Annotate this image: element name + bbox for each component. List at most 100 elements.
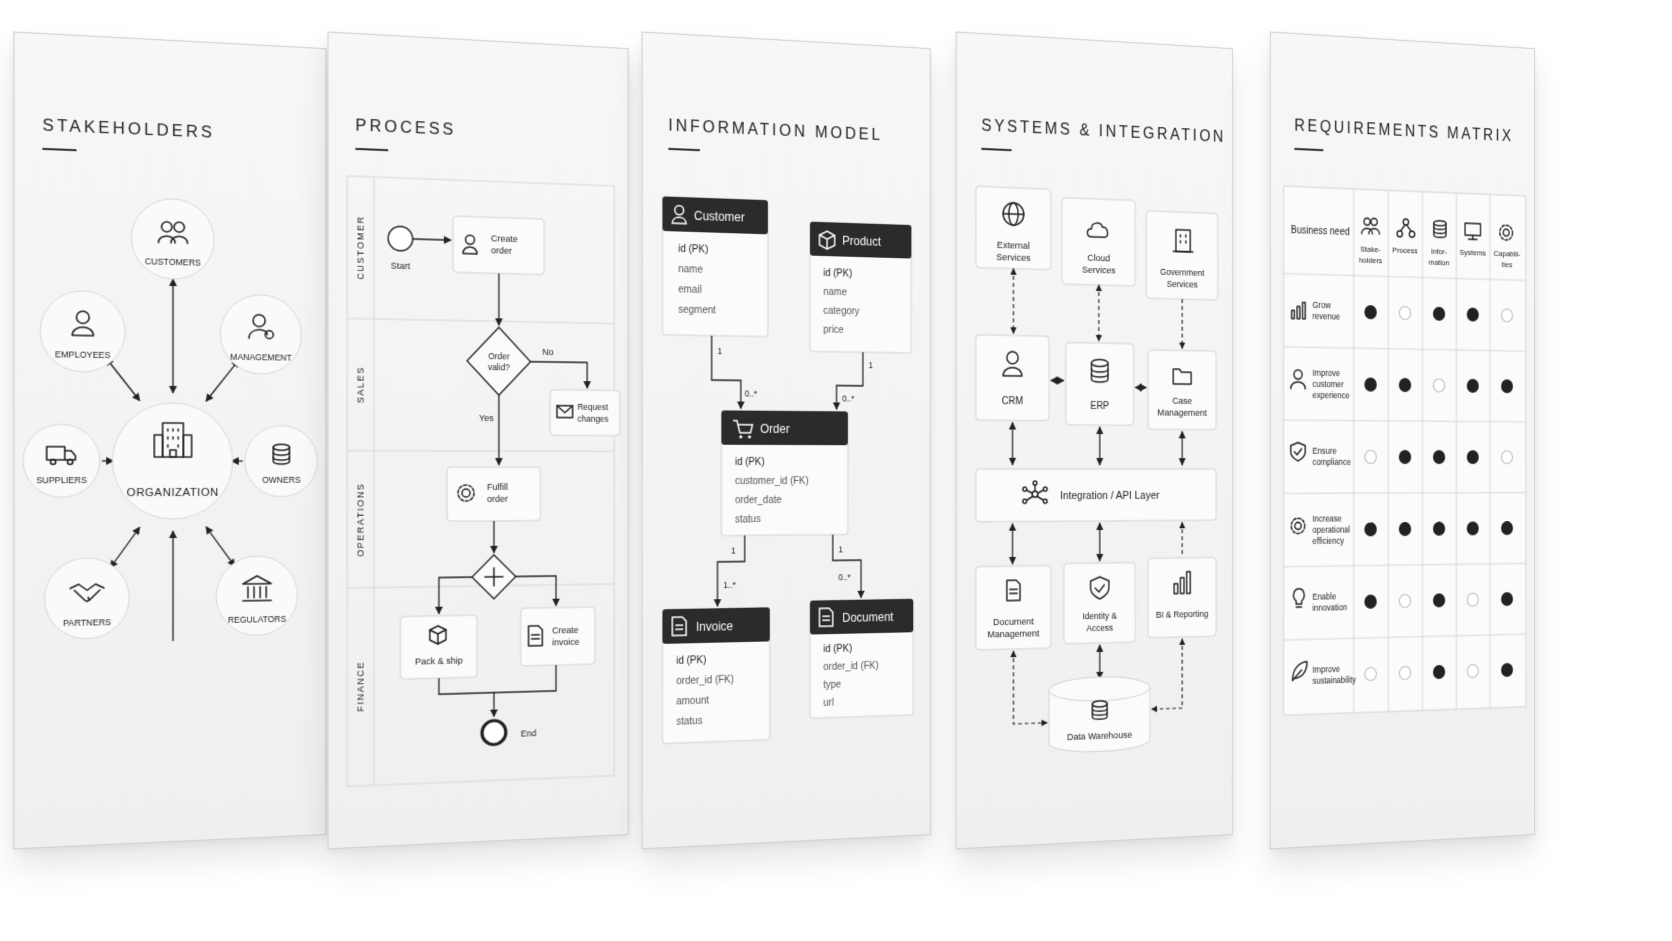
external-label-1: External (997, 240, 1030, 251)
customer-field-1: id (PK) (678, 243, 708, 255)
pack-ship-label: Pack & ship (415, 655, 463, 666)
yes-label: Yes (479, 413, 494, 423)
owners-label: OWNERS (262, 475, 301, 485)
product-title: Product (842, 234, 882, 248)
external-label-2: Services (996, 252, 1031, 263)
matrix-dot-filled (1432, 593, 1446, 608)
matrix-dot-filled (1501, 521, 1513, 536)
start-event (388, 226, 412, 251)
matrix-dot-filled (1466, 450, 1479, 465)
matrix-dot-filled (1364, 522, 1377, 537)
warehouse-label: Data Warehouse (1067, 730, 1132, 743)
lane-finance: FINANCE (355, 661, 366, 712)
order-field-3: order_date (735, 495, 782, 507)
row-label: compliance (1312, 457, 1351, 467)
crm-box (976, 335, 1049, 421)
card-invoice-many: 1..* (723, 580, 736, 591)
document-field-1: id (PK) (823, 643, 852, 655)
column-label: Systems (1460, 248, 1486, 258)
link-partners (110, 527, 139, 568)
request-changes-task (550, 390, 620, 436)
bi-label: BI & Reporting (1156, 609, 1208, 620)
end-label: End (521, 728, 537, 739)
lane-sales: SALES (355, 366, 366, 403)
document-entity: Document id (PK) order_id (FK) type url (810, 599, 913, 718)
management-node (220, 294, 301, 375)
requirements-panel: REQUIREMENTS MATRIX Business need (1269, 31, 1536, 850)
data-warehouse-node (1049, 675, 1150, 753)
matrix-dot-filled (1432, 521, 1446, 536)
systems-diagram: External Services Cloud Services Governm… (957, 33, 1232, 849)
matrix-dot-empty (1501, 451, 1512, 464)
product-entity: Product id (PK) name category price (810, 222, 911, 353)
request-label-2: changes (577, 414, 608, 424)
row-label: customer (1312, 379, 1344, 390)
invoice-label-1: Create (552, 625, 578, 636)
end-event (482, 720, 506, 745)
no-label: No (542, 347, 553, 357)
gov-label-2: Services (1167, 279, 1198, 290)
process-diagram: CUSTOMER SALES OPERATIONS FINANCE Start … (329, 33, 628, 849)
column-label: Stake- (1360, 244, 1381, 254)
invoice-field-1: id (PK) (676, 655, 706, 667)
invoice-title: Invoice (696, 620, 733, 634)
card-customer-1: 1 (717, 346, 722, 356)
row-label: experience (1312, 390, 1350, 401)
create-order-label-1: Create (491, 233, 518, 244)
column-label: Capabili- (1494, 249, 1521, 259)
suppliers-node (23, 424, 100, 497)
rel-customer-order (712, 336, 741, 409)
matrix-dot-empty (1399, 666, 1410, 679)
card-invoice-1: 1 (731, 545, 736, 555)
invoice-entity: Invoice id (PK) order_id (FK) amount sta… (662, 607, 769, 743)
parallel-gateway (472, 555, 516, 600)
start-label: Start (391, 260, 411, 271)
requirements-matrix: Business need Stake-holde (1271, 33, 1534, 849)
matrix-dot-empty (1399, 594, 1410, 607)
invoice-field-3: amount (676, 695, 709, 707)
integration-label: Integration / API Layer (1060, 490, 1160, 503)
product-field-3: category (823, 306, 859, 318)
card-product-many: 0..* (842, 393, 855, 403)
card-document-1: 1 (838, 544, 843, 554)
matrix-dot-empty (1433, 379, 1444, 392)
row-label: revenue (1312, 311, 1340, 322)
identity-access-box (1064, 563, 1136, 644)
customer-field-2: name (678, 264, 703, 276)
docmgmt-label-1: Document (993, 616, 1034, 627)
row-label: Improve (1312, 664, 1340, 675)
document-field-2: order_id (FK) (823, 660, 878, 673)
integration-layer-box (976, 469, 1216, 522)
fulfill-label-2: order (487, 494, 508, 504)
regulators-node (216, 556, 297, 636)
matrix-dot-filled (1466, 521, 1479, 536)
docmgmt-label-2: Management (987, 628, 1039, 640)
product-field-1: id (PK) (823, 268, 852, 280)
matrix-dot-filled (1432, 450, 1446, 465)
government-services-box (1146, 211, 1218, 300)
fulfill-order-task (447, 467, 540, 521)
row-label: Improve (1312, 367, 1340, 378)
case-management-box (1148, 350, 1216, 430)
matrix-rows: GrowrevenueImprovecustomerexperienceEnsu… (1312, 300, 1513, 686)
customers-label: CUSTOMERS (145, 256, 202, 268)
document-management-box (976, 566, 1051, 650)
document-title: Document (842, 611, 894, 625)
bi-reporting-box (1148, 558, 1216, 638)
employees-node (40, 290, 125, 372)
card-product-1: 1 (869, 360, 874, 370)
create-order-label-2: order (491, 245, 512, 256)
regulators-label: REGULATORS (228, 614, 287, 625)
cloud-label-1: Cloud (1087, 253, 1110, 264)
employees-label: EMPLOYEES (55, 349, 111, 360)
document-field-3: type (823, 679, 841, 691)
matrix-dot-filled (1364, 594, 1377, 609)
case-label-1: Case (1172, 396, 1192, 406)
invoice-label-2: invoice (552, 637, 579, 648)
lane-operations: OPERATIONS (355, 483, 366, 557)
information-model-panel: INFORMATION MODEL Customer id (PK) name … (642, 31, 931, 849)
gov-label-1: Government (1160, 267, 1205, 278)
row-label: operational (1312, 524, 1350, 535)
matrix-dot-filled (1364, 377, 1377, 392)
